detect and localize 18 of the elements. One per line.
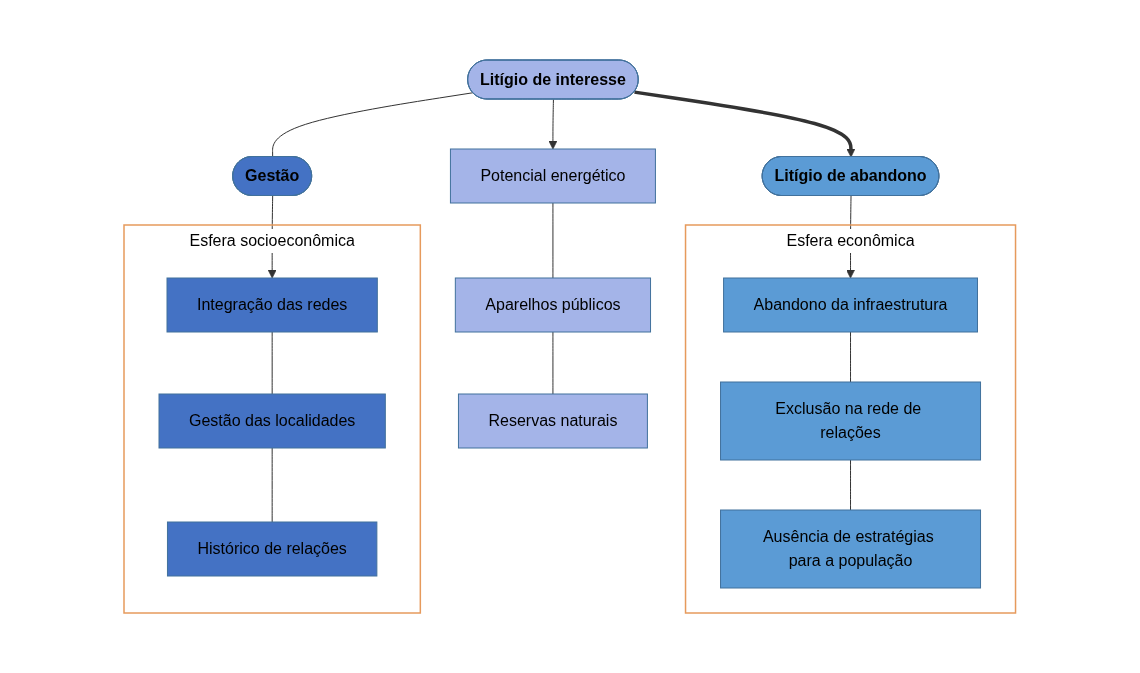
node-box: Abandono da infraestrutura bbox=[723, 277, 979, 333]
connector bbox=[850, 331, 852, 383]
connector bbox=[271, 331, 273, 395]
node-box: Gestão das localidades bbox=[158, 393, 387, 449]
arrow bbox=[634, 90, 856, 158]
connector bbox=[271, 447, 273, 523]
node-box: Exclusão na rede de relações bbox=[720, 381, 982, 461]
connector bbox=[272, 92, 474, 158]
node-box: Ausência de estratégias para a população bbox=[720, 509, 982, 589]
connector bbox=[552, 331, 554, 395]
node-box: Aparelhos públicos bbox=[455, 277, 652, 333]
node-box: Integração das redes bbox=[166, 277, 379, 333]
node-box: Histórico de relações bbox=[167, 521, 378, 577]
node-box: Reservas naturais bbox=[458, 393, 649, 449]
connector bbox=[552, 202, 554, 279]
arrow bbox=[548, 99, 558, 150]
node-box: Potencial energético bbox=[450, 148, 657, 204]
connector bbox=[850, 459, 852, 511]
